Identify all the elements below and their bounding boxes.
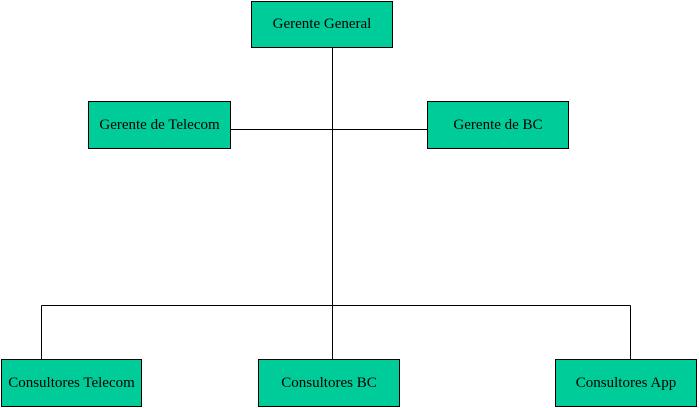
node-consultores-telecom: Consultores Telecom <box>1 359 142 407</box>
node-gerente-bc: Gerente de BC <box>427 101 569 149</box>
node-gerente-telecom: Gerente de Telecom <box>88 101 231 149</box>
node-label: Consultores App <box>575 374 677 391</box>
node-label: Consultores Telecom <box>8 374 135 391</box>
node-label: Consultores BC <box>281 374 377 391</box>
node-label: Gerente de BC <box>453 116 543 133</box>
node-consultores-bc: Consultores BC <box>258 359 400 407</box>
node-label: Gerente de Telecom <box>99 116 220 133</box>
node-gerente-general: Gerente General <box>251 1 393 48</box>
node-consultores-app: Consultores App <box>555 359 697 407</box>
node-label: Gerente General <box>272 16 372 32</box>
